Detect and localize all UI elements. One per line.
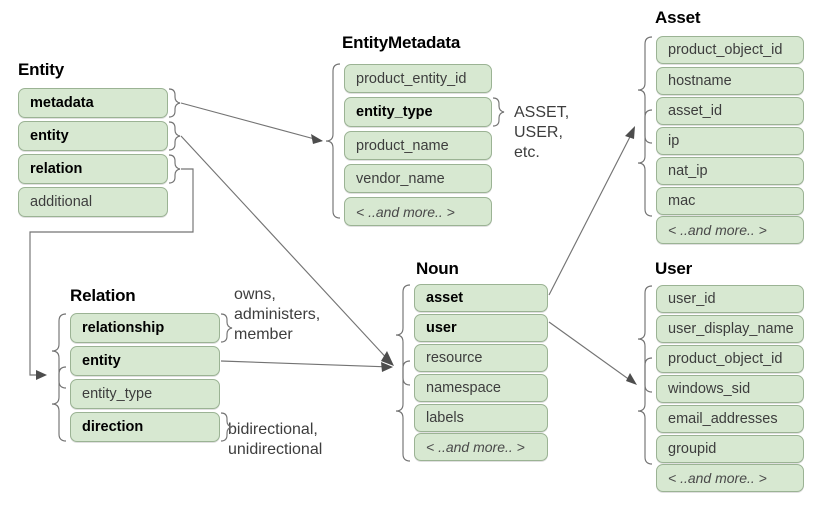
field-noun-namespace[interactable]: namespace [414,374,548,402]
field-entitymetadata-entity-type[interactable]: entity_type [344,97,492,127]
group-title-entity: Entity [18,60,65,79]
field-user-email-addresses[interactable]: email_addresses [656,405,804,433]
brace-relation-relationship [220,313,233,343]
field-asset-ip[interactable]: ip [656,127,804,155]
group-title-user: User [655,259,693,278]
field-relation-relationship[interactable]: relationship [70,313,220,343]
brace-asset-left [637,36,653,217]
field-entity-metadata[interactable]: metadata [18,88,168,118]
field-entitymetadata-vendor-name[interactable]: vendor_name [344,164,492,193]
field-user-user-id[interactable]: user_id [656,285,804,313]
field-noun-resource[interactable]: resource [414,344,548,372]
brace-entitymetadata-entity-type [492,97,505,127]
group-title-asset: Asset [655,8,701,27]
field-noun-user[interactable]: user [414,314,548,342]
note-relationship-values: owns, administers, member [234,286,321,343]
field-user-product-object-id[interactable]: product_object_id [656,345,804,373]
field-asset-nat-ip[interactable]: nat_ip [656,157,804,185]
field-user-user-display-name[interactable]: user_display_name [656,315,804,343]
brace-entitymetadata-left [325,63,341,219]
brace-entity-relation [168,154,181,184]
field-entitymetadata-product-name[interactable]: product_name [344,131,492,160]
group-title-relation: Relation [70,286,136,305]
brace-user-left [637,285,653,465]
brace-entity-metadata [168,88,181,118]
brace-noun-left [395,284,411,462]
field-asset-mac[interactable]: mac [656,187,804,215]
connector-noun-user-to-user [548,321,637,385]
connector-metadata-to-entitymetadata [180,102,323,144]
field-entity-relation[interactable]: relation [18,154,168,184]
field-noun-and-more[interactable]: < ..and more.. > [414,433,548,461]
field-entitymetadata-product-entity-id[interactable]: product_entity_id [344,64,492,93]
field-asset-asset-id[interactable]: asset_id [656,97,804,125]
field-asset-hostname[interactable]: hostname [656,67,804,95]
field-user-groupid[interactable]: groupid [656,435,804,463]
field-entitymetadata-and-more[interactable]: < ..and more.. > [344,197,492,226]
field-user-windows-sid[interactable]: windows_sid [656,375,804,403]
group-title-noun: Noun [416,259,459,278]
field-asset-and-more[interactable]: < ..and more.. > [656,216,804,244]
note-entity-type-values: ASSET, USER, etc. [514,104,570,161]
field-noun-asset[interactable]: asset [414,284,548,312]
group-title-entity-metadata: EntityMetadata [342,33,461,52]
field-noun-labels[interactable]: labels [414,404,548,432]
note-direction-values: bidirectional, unidirectional [228,421,323,458]
connector-relationentity-to-noun [220,360,393,372]
field-user-and-more[interactable]: < ..and more.. > [656,464,804,492]
brace-relation-left [51,313,67,442]
field-asset-product-object-id[interactable]: product_object_id [656,36,804,64]
field-relation-direction[interactable]: direction [70,412,220,442]
brace-entity-entity [168,121,181,151]
field-entity-entity[interactable]: entity [18,121,168,151]
field-entity-additional[interactable]: additional [18,187,168,217]
field-relation-entity-type[interactable]: entity_type [70,379,220,409]
field-relation-entity[interactable]: entity [70,346,220,376]
